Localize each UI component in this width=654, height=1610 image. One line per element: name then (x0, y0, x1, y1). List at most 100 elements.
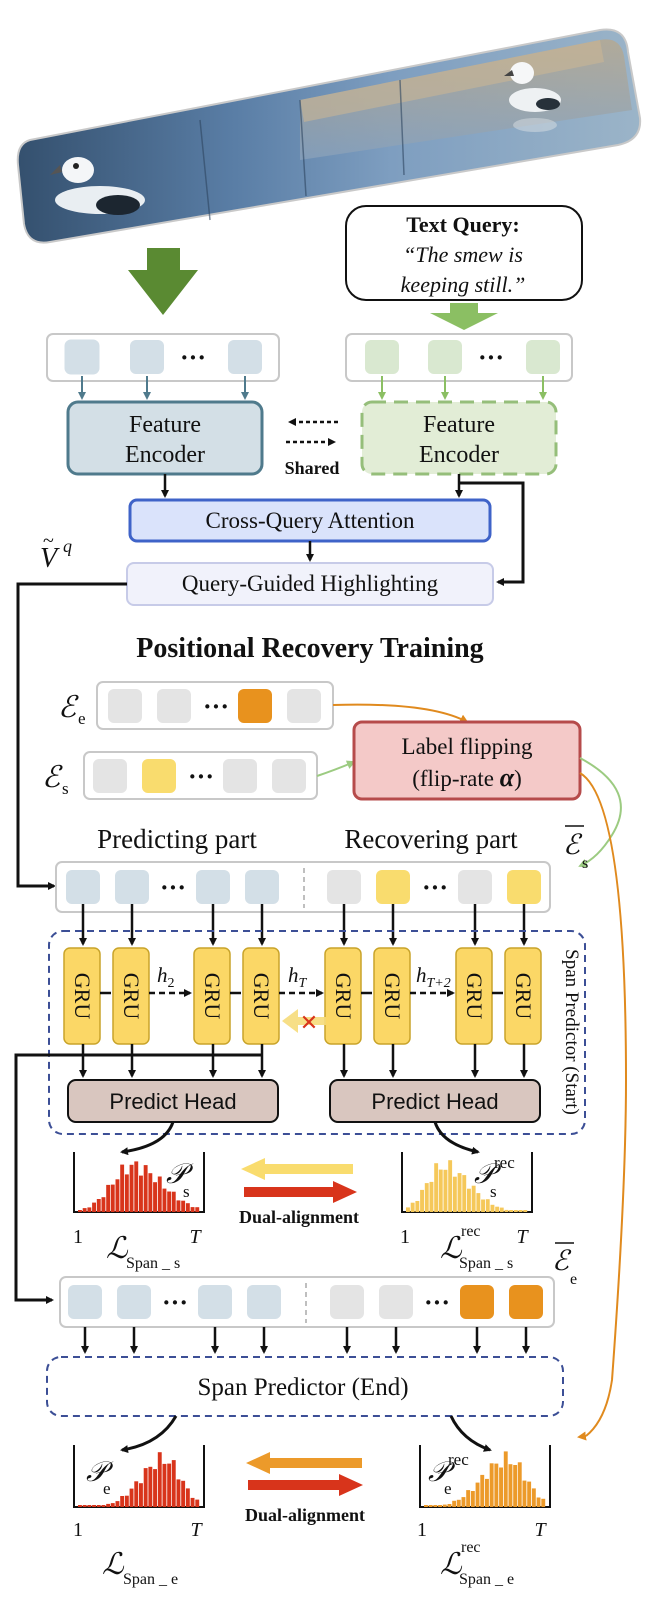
ee-bar-sub: e (570, 1271, 577, 1288)
hT-label: hT (288, 963, 308, 991)
e-s-label: ℰ (42, 761, 63, 794)
dist-pe-bar-25 (190, 1497, 195, 1507)
dist-psrec-bar-13 (462, 1175, 467, 1212)
positional-recovery-training-title: Positional Recovery Training (136, 633, 483, 664)
query-guided-highlighting-label: Query-Guided Highlighting (182, 571, 439, 596)
dist-pe-bar-11 (124, 1495, 129, 1507)
e-e-sub: e (78, 709, 86, 728)
start-pred-token-3 (196, 870, 230, 904)
shared-label: Shared (285, 458, 340, 478)
predict-head-left-label: Predict Head (109, 1089, 236, 1114)
dist-perec-bar-23 (527, 1481, 532, 1507)
l-span-s-rec-sup: rec (461, 1223, 481, 1240)
e-s-to-flip-arrow (316, 760, 356, 777)
ps-histogram (73, 1152, 205, 1213)
dist-psrec-bar-26 (523, 1210, 528, 1212)
flip-to-ee-bar-arrowhead (577, 1431, 587, 1441)
dist-ps-bar-3 (87, 1207, 92, 1212)
dist-pe-bar-9 (115, 1501, 120, 1507)
end-to-pe-arrow (120, 1415, 178, 1454)
blocked-back-arrow (282, 1009, 326, 1033)
dist-psrec-bar-18 (485, 1199, 490, 1212)
dist-perec-bar-20 (513, 1465, 518, 1507)
pe-tick-right: T (190, 1519, 203, 1541)
predicting-part-label: Predicting part (97, 824, 257, 854)
dist-psrec-bar-15 (471, 1185, 476, 1212)
l-span-s-rec-sub: Span _ s (459, 1255, 513, 1272)
text-encoder-label-1: Feature (423, 412, 495, 438)
dist-psrec-bar-22 (504, 1209, 509, 1212)
ee-bar-label: ℰ (552, 1246, 572, 1277)
dist-perec-bar-2 (428, 1505, 433, 1507)
dist-psrec-bar-20 (495, 1206, 500, 1212)
dist-perec-bar-6 (447, 1504, 452, 1507)
dist-psrec-bar-3 (415, 1201, 420, 1212)
dist-ps-bar-4 (92, 1202, 96, 1212)
gru-label-7: GRU (462, 973, 487, 1020)
dual-align-end-label: Dual-alignment (245, 1505, 365, 1525)
dist-ps-bar-9 (115, 1179, 120, 1212)
text-query-line2: keeping still.” (401, 272, 526, 297)
dual-align-end-red-arrow (248, 1474, 363, 1496)
end-pred-ellipsis: ··· (162, 1288, 188, 1317)
psrec-sup: rec (494, 1153, 515, 1172)
text-query-bubble: Text Query: “The smew is keeping still.” (345, 205, 583, 301)
dist-ps-bar-6 (101, 1197, 106, 1212)
pe-sub: e (103, 1479, 111, 1498)
dist-pe-bar-17 (153, 1469, 157, 1507)
start-pred-ellipsis: ··· (160, 873, 186, 902)
dist-ps-bar-15 (143, 1165, 148, 1212)
blocked-cross-icon: ✕ (300, 1010, 318, 1035)
smew-bird-left (50, 157, 145, 215)
dist-ps-bar-12 (129, 1164, 134, 1212)
label-flipping-line1: Label flipping (402, 734, 533, 759)
end-rec-token-4 (509, 1285, 543, 1319)
dist-ps-bar-25 (190, 1207, 195, 1212)
dist-ps-bar-20 (167, 1191, 172, 1212)
e-s-token-4 (272, 759, 306, 793)
h2-label: h2 (157, 963, 175, 991)
dist-pe-bar-23 (181, 1480, 186, 1507)
text-token-3 (526, 340, 560, 374)
gru-label-1: GRU (70, 973, 95, 1020)
dist-ps-bar-10 (120, 1164, 125, 1212)
text-query-line1: “The smew is (403, 242, 523, 267)
start-rec-token-1 (327, 870, 361, 904)
dist-perec-bar-7 (452, 1500, 457, 1507)
pe-tick-left: 1 (73, 1519, 83, 1541)
end-rec-ellipsis: ··· (424, 1288, 450, 1317)
dist-pe-bar-18 (157, 1452, 162, 1507)
es-bar-sub: s (582, 855, 588, 872)
e-s-token-start (142, 759, 176, 793)
start-rec-token-4 (507, 870, 541, 904)
v-tilde-q-sup: q (63, 536, 72, 556)
l-span-s-sub: Span _ s (126, 1255, 180, 1272)
ps-label: 𝒫 (166, 1159, 194, 1190)
smew-bird-right (504, 62, 561, 132)
e-s-token-3 (223, 759, 257, 793)
gru-label-2: GRU (119, 973, 144, 1020)
start-rec-token-3 (458, 870, 492, 904)
e-s-token-1 (93, 759, 127, 793)
video-token-3 (228, 340, 262, 374)
ps-rec-histogram (401, 1152, 533, 1213)
perec-tick-left: 1 (417, 1519, 427, 1541)
dual-align-start-label: Dual-alignment (239, 1207, 359, 1227)
dist-pe-bar-19 (162, 1463, 167, 1507)
v-tilde-mark: ~ (43, 530, 54, 552)
psrec-sub: s (490, 1182, 497, 1201)
dist-ps-bar-7 (106, 1184, 111, 1212)
video-token-1 (64, 339, 100, 375)
dist-ps-bar-2 (82, 1208, 87, 1212)
pe-histogram (73, 1445, 205, 1508)
dist-perec-bar-4 (438, 1505, 442, 1507)
end-pred-token-2 (117, 1285, 151, 1319)
dist-perec-bar-18 (503, 1451, 508, 1507)
dist-psrec-bar-16 (476, 1193, 481, 1212)
dist-psrec-bar-9 (443, 1169, 448, 1212)
v-tilde-q-label: V (40, 543, 60, 574)
predict-head-right-label: Predict Head (371, 1089, 498, 1114)
dist-perec-bar-3 (433, 1505, 438, 1507)
e-e-to-flip-arrow (332, 703, 469, 723)
dist-perec-bar-19 (508, 1464, 513, 1507)
